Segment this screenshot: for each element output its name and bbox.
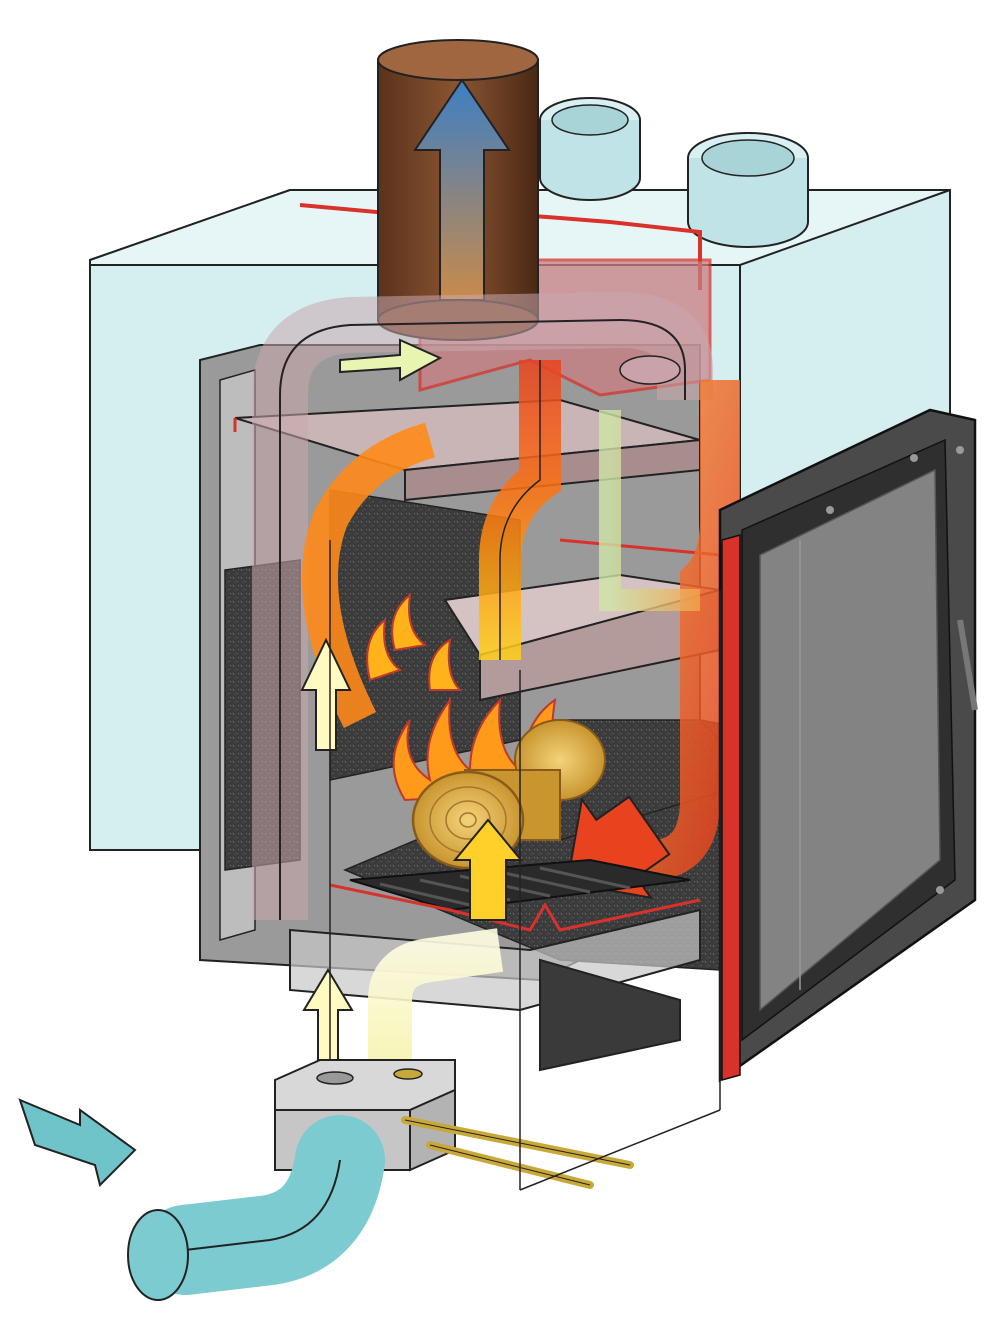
convection-outlet-collars xyxy=(539,97,809,248)
secondary-air-duct xyxy=(252,291,713,920)
primary-air-duct xyxy=(368,928,504,1060)
door-gasket xyxy=(721,534,741,1081)
hot-gas-loop xyxy=(600,380,740,880)
secondary-air-arrow-upper xyxy=(300,637,352,751)
primary-air-arrow xyxy=(452,818,524,921)
fireplace-door xyxy=(718,408,978,1083)
outside-air-inlet xyxy=(18,1098,385,1301)
air-control-rods xyxy=(401,1116,634,1189)
transparent-frame-lines xyxy=(329,540,721,1191)
secondary-air-arrow-lower xyxy=(302,968,354,1061)
door-handle xyxy=(957,619,978,711)
exhaust-arrow xyxy=(413,78,511,301)
inlet-air-arrow xyxy=(18,1098,137,1187)
air-into-flue-arrow xyxy=(339,338,443,382)
